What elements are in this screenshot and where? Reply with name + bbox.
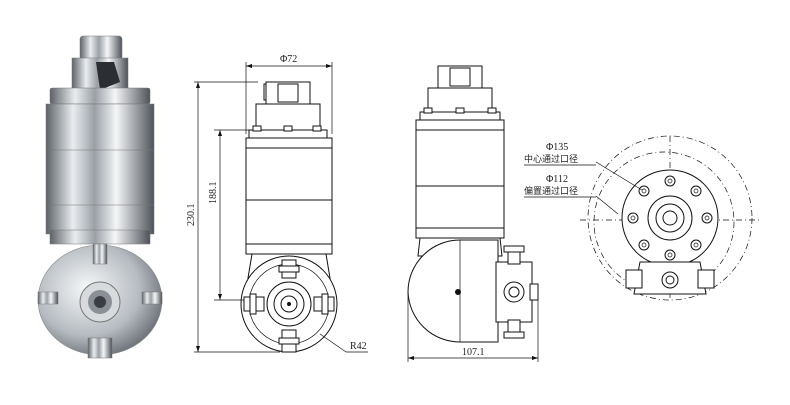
dim-depth-label: 107.1 [462,347,485,358]
dim-outer-desc: 中心通过口径 [524,153,578,165]
dim-inner-dia-label: Φ112 [546,174,568,185]
dim-height-total-label: 230.1 [186,204,197,227]
bottom-view: Φ135 中心通过口径 Φ112 偏置通过口径 [524,135,760,301]
dim-inner-desc: 偏置通过口径 [524,185,578,197]
side-view: 107.1 [407,65,539,362]
dim-height-body-label: 188.1 [208,182,219,205]
dim-width-label: Φ72 [280,54,297,65]
product-photo [37,35,163,359]
dim-outer-dia-label: Φ135 [546,142,568,153]
front-view: Φ72 230.1 188.1 R42 [186,54,368,353]
dim-radius-label: R42 [350,341,367,352]
